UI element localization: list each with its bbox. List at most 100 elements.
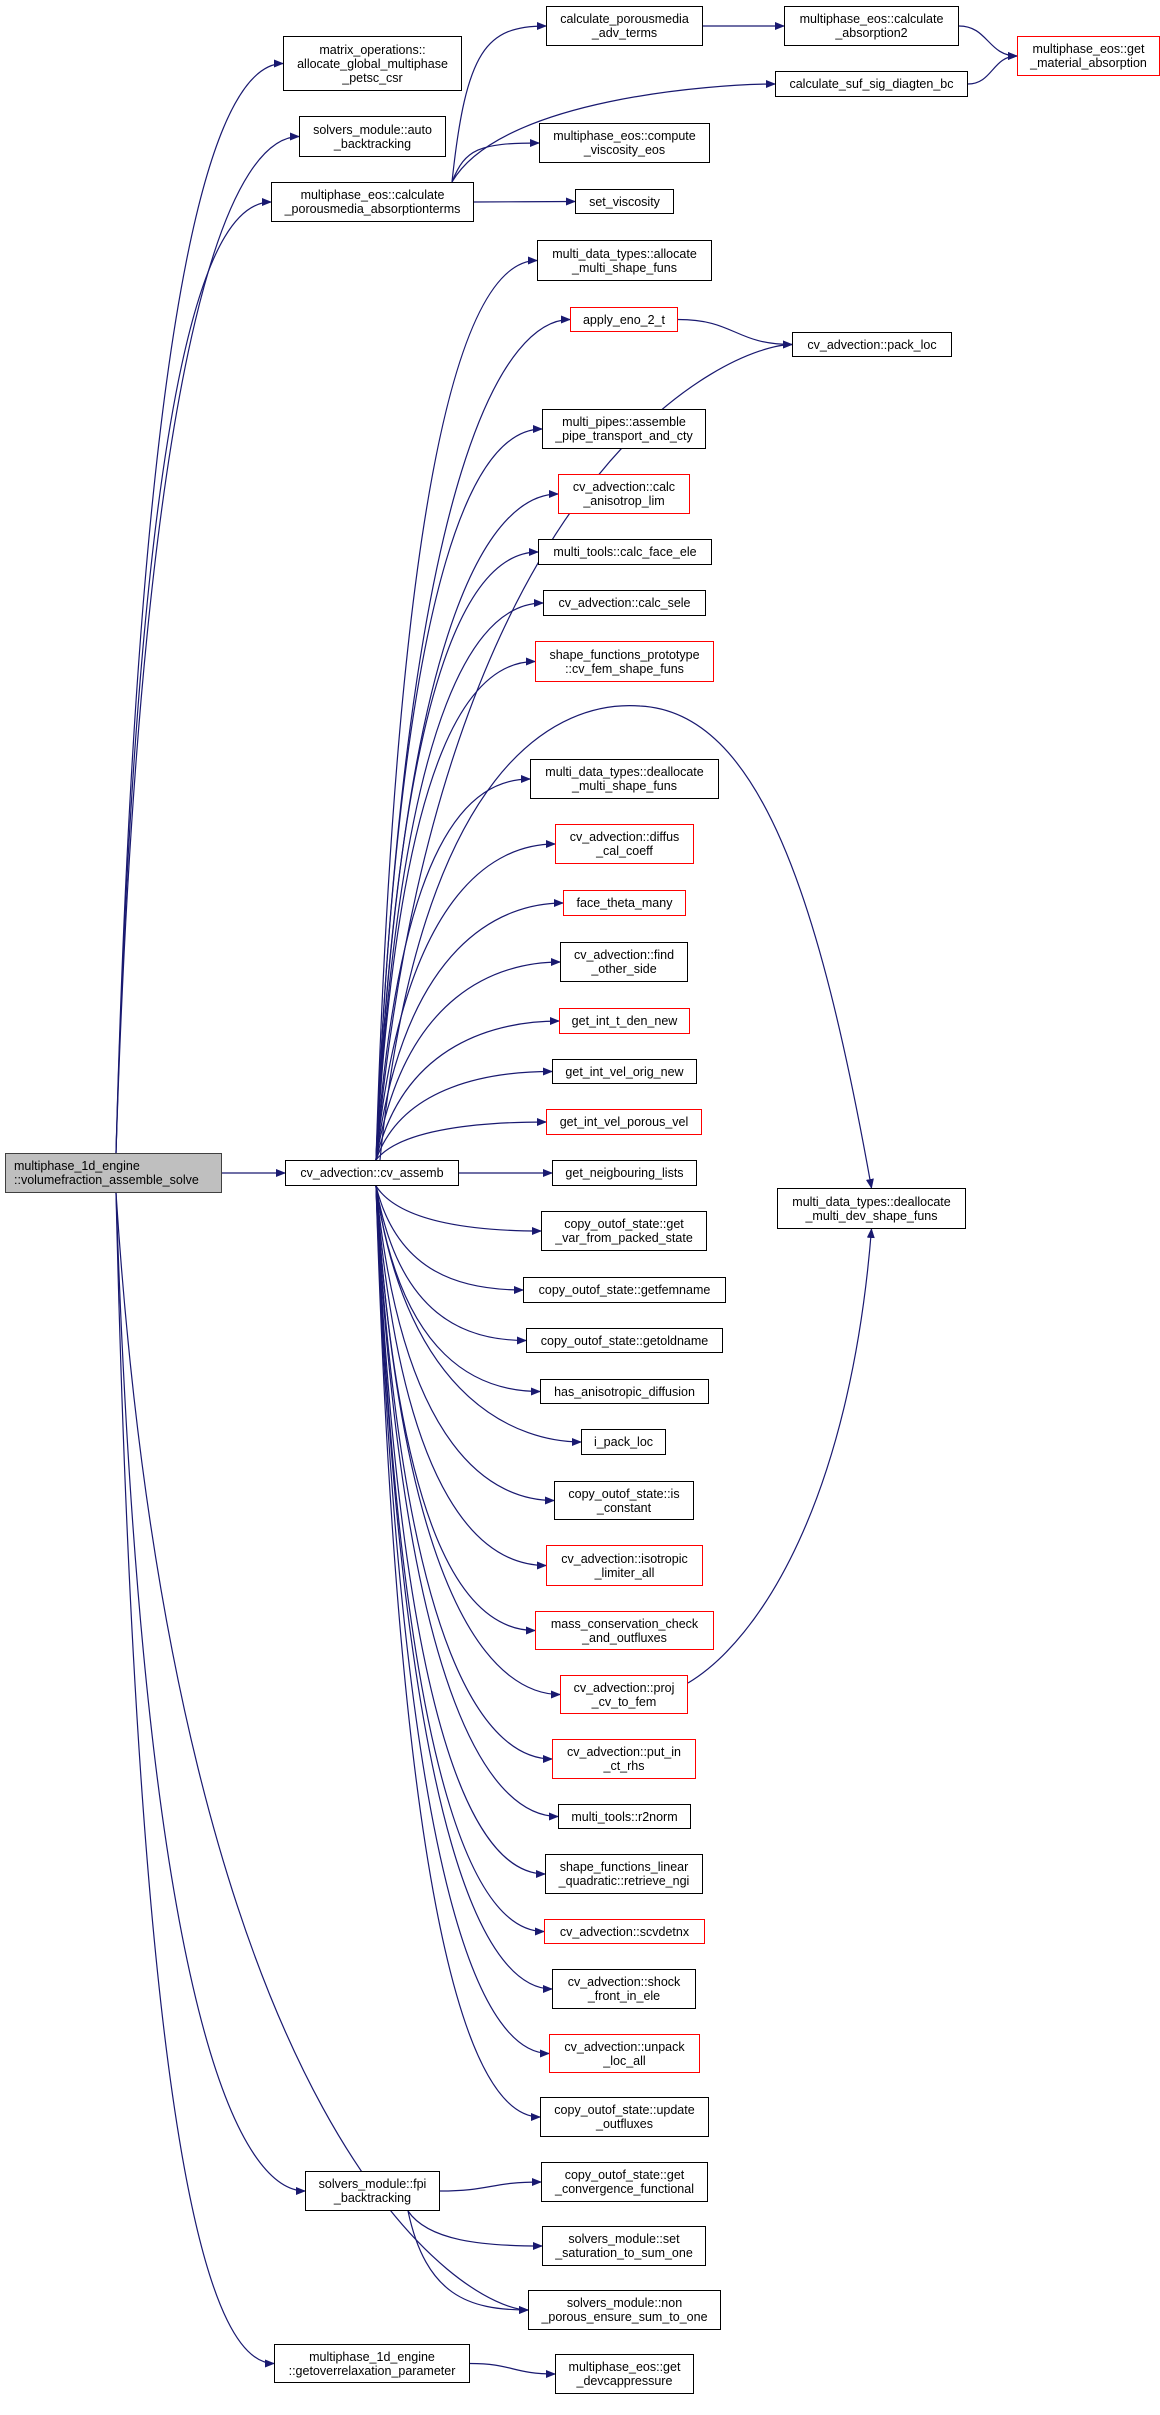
edge-suf_sig-to-mat_abs [967,52,1018,85]
edge-absorp_terms-to-suf_sig [451,80,776,183]
edge-cv_assemb-to-proj [375,1185,561,1699]
edge-absorption2-to-mat_abs [958,25,1018,60]
node-vel-porous[interactable]: get_int_vel_porous_vel [546,1109,702,1135]
edge-cv_assemb-to-aniso_lim [375,490,559,1161]
node-set-sat[interactable]: solvers_module::set _saturation_to_sum_o… [542,2226,706,2266]
node-proj[interactable]: cv_advection::proj _cv_to_fem [560,1675,688,1714]
node-absorp-terms[interactable]: multiphase_eos::calculate _porousmedia_a… [271,182,474,222]
node-unpack[interactable]: cv_advection::unpack _loc_all [549,2034,700,2073]
node-adv-terms[interactable]: calculate_porousmedia _adv_terms [546,6,703,46]
edge-cv_assemb-to-calc_sele [375,599,544,1161]
node-alloc-msf[interactable]: multi_data_types::allocate _multi_shape_… [537,240,712,281]
edge-proj-to-dealloc_mdsf [687,1228,875,1684]
node-neigh[interactable]: get_neigbouring_lists [552,1160,697,1186]
edge-root-to-overrelax [115,1192,275,2368]
node-femname[interactable]: copy_outof_state::getfemname [523,1277,726,1303]
node-mat-abs[interactable]: multiphase_eos::get _material_absorption [1017,36,1160,76]
edge-cv_assemb-to-vel_orig [375,1067,553,1161]
edge-cv_assemb-to-i_pack [375,1185,582,1446]
node-cv-fem[interactable]: shape_functions_prototype ::cv_fem_shape… [535,641,714,682]
edge-cv_assemb-to-face_theta [375,899,564,1161]
node-upd-out[interactable]: copy_outof_state::update _outfluxes [540,2097,709,2137]
node-matrix-ops[interactable]: matrix_operations:: allocate_global_mult… [283,36,462,91]
edge-cv_assemb-to-pack_loc [375,340,793,1161]
edge-root-to-matrix_ops [115,59,284,1154]
edge-absorp_terms-to-comp_visc [451,139,540,183]
node-iso-lim[interactable]: cv_advection::isotropic _limiter_all [546,1545,703,1586]
node-oldname[interactable]: copy_outof_state::getoldname [526,1328,723,1353]
edge-cv_assemb-to-femname [375,1185,524,1294]
node-retr-ngi[interactable]: shape_functions_linear _quadratic::retri… [545,1854,703,1894]
edge-apply_eno-to-pack_loc [677,318,793,349]
edge-cv_assemb-to-retr_ngi [375,1185,546,1878]
edge-cv_assemb-to-apply_eno [375,315,571,1161]
node-put-in[interactable]: cv_advection::put_in _ct_rhs [552,1739,696,1779]
node-comp-visc[interactable]: multiphase_eos::compute _viscosity_eos [539,123,710,163]
edge-cv_assemb-to-t_den [375,1017,560,1161]
node-aniso-lim[interactable]: cv_advection::calc _anisotrop_lim [558,474,690,514]
node-get-var[interactable]: copy_outof_state::get _var_from_packed_s… [541,1211,707,1251]
node-auto-bt[interactable]: solvers_module::auto _backtracking [299,116,446,157]
node-fpi[interactable]: solvers_module::fpi _backtracking [305,2171,440,2211]
edge-absorp_terms-to-set_visc [473,197,576,206]
edge-cv_assemb-to-dealloc_msf [375,775,531,1161]
node-set-visc[interactable]: set_viscosity [575,189,674,214]
node-i-pack[interactable]: i_pack_loc [581,1429,666,1455]
edge-cv_assemb-to-r2norm [375,1185,559,1821]
edge-absorp_terms-to-adv_terms [451,22,547,183]
node-suf-sig[interactable]: calculate_suf_sig_diagten_bc [775,71,968,97]
edge-root-to-non_por [115,1192,529,2314]
edge-overrelax-to-devcap [469,2362,556,2378]
edge-cv_assemb-to-is_const [375,1185,555,1505]
edge-cv_assemb-to-put_in [375,1185,553,1763]
node-is-const[interactable]: copy_outof_state::is _constant [554,1481,694,1520]
node-t-den[interactable]: get_int_t_den_new [559,1008,690,1034]
node-calc-sele[interactable]: cv_advection::calc_sele [543,590,706,616]
node-diffus[interactable]: cv_advection::diffus _cal_coeff [555,824,694,864]
node-cv-assemb[interactable]: cv_advection::cv_assemb [285,1160,459,1186]
edge-cv_assemb-to-shock [375,1185,553,1993]
edge-cv_assemb-to-dealloc_mdsf [379,705,874,1189]
edge-cv_assemb-to-pipes [375,425,543,1161]
edge-fpi-to-set_sat [407,2210,543,2250]
edge-cv_assemb-to-cv_fem [375,657,536,1161]
node-overrelax[interactable]: multiphase_1d_engine ::getoverrelaxation… [274,2344,470,2383]
node-dealloc-msf[interactable]: multi_data_types::deallocate _multi_shap… [530,759,719,799]
edge-cv_assemb-to-get_var [375,1185,542,1235]
edge-cv_assemb-to-scvdetnx [375,1185,545,1936]
edge-cv_assemb-to-face_ele [375,548,539,1161]
node-pipes[interactable]: multi_pipes::assemble _pipe_transport_an… [542,409,706,449]
node-non-por[interactable]: solvers_module::non _porous_ensure_sum_t… [528,2290,721,2330]
node-r2norm[interactable]: multi_tools::r2norm [558,1804,691,1829]
node-face-ele[interactable]: multi_tools::calc_face_ele [538,539,712,565]
node-face-theta[interactable]: face_theta_many [563,890,686,916]
node-absorption2[interactable]: multiphase_eos::calculate _absorption2 [784,6,959,46]
node-pack-loc[interactable]: cv_advection::pack_loc [792,332,952,357]
edge-root-to-auto_bt [115,132,300,1154]
node-mass-cons[interactable]: mass_conservation_check _and_outfluxes [535,1611,714,1650]
edge-cv_assemb-to-unpack [375,1185,550,2058]
node-scvdetnx[interactable]: cv_advection::scvdetnx [544,1919,705,1944]
edge-cv_assemb-to-upd_out [375,1185,541,2121]
node-dealloc-mdsf[interactable]: multi_data_types::deallocate _multi_dev_… [777,1188,966,1229]
edge-cv_assemb-to-vel_porous [375,1118,547,1161]
node-conv-func[interactable]: copy_outof_state::get _convergence_funct… [541,2162,708,2202]
edge-fpi-to-conv_func [439,2178,542,2192]
edge-cv_assemb-to-alloc_msf [375,256,538,1161]
node-apply-eno[interactable]: apply_eno_2_t [570,307,678,332]
edge-root-to-absorp_terms [115,198,272,1154]
edge-cv_assemb-to-find_other [375,958,561,1161]
node-has-aniso[interactable]: has_anisotropic_diffusion [540,1379,709,1404]
edge-cv_assemb-to-mass_cons [375,1185,536,1635]
edge-cv_assemb-to-diffus [375,840,556,1161]
node-find-other[interactable]: cv_advection::find _other_side [560,942,688,982]
node-devcap[interactable]: multiphase_eos::get _devcappressure [555,2354,694,2394]
node-shock[interactable]: cv_advection::shock _front_in_ele [552,1969,696,2009]
edge-root-to-fpi [115,1192,306,2195]
node-vel-orig[interactable]: get_int_vel_orig_new [552,1059,697,1084]
edge-cv_assemb-to-oldname [375,1185,527,1345]
node-root[interactable]: multiphase_1d_engine ::volumefraction_as… [5,1153,222,1193]
edge-cv_assemb-to-iso_lim [375,1185,547,1570]
edge-fpi-to-non_por [407,2210,529,2314]
